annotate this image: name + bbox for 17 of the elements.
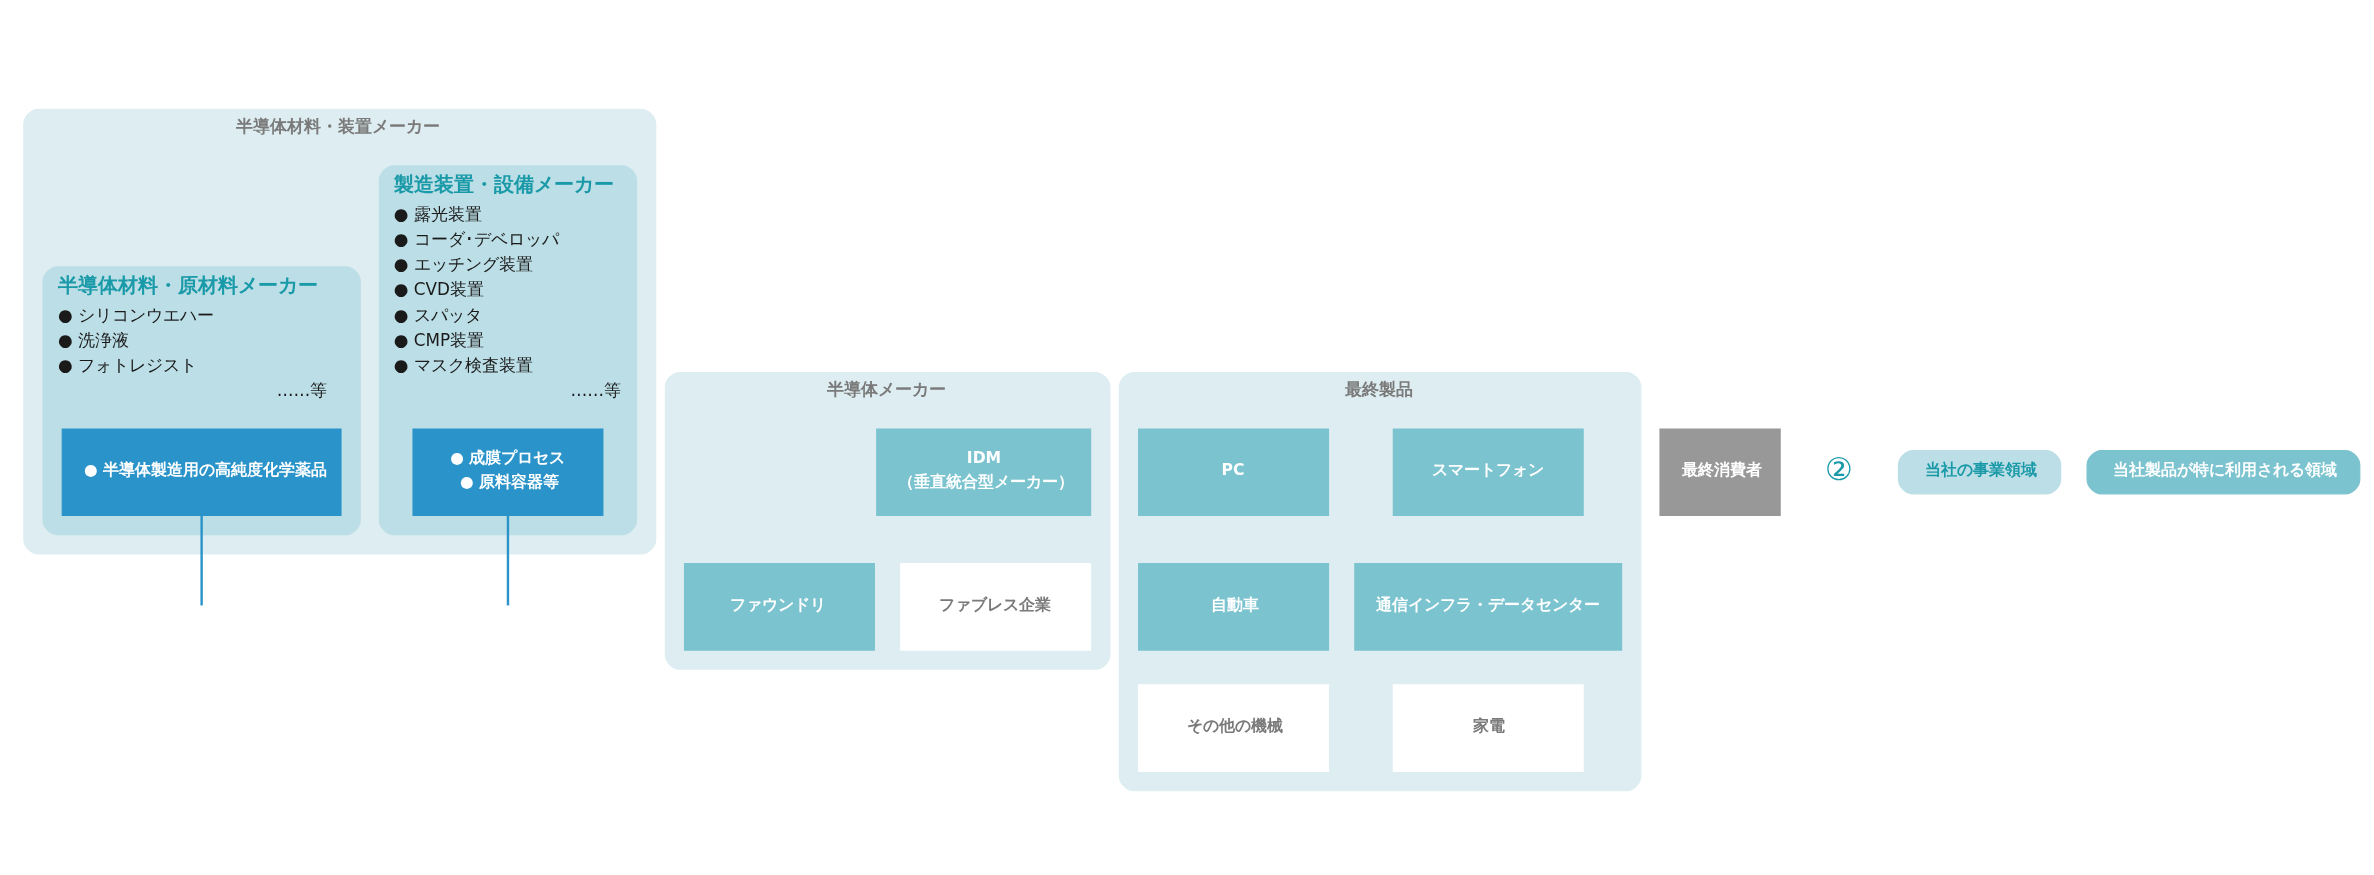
node-box: ファウンドリ — [683, 562, 875, 651]
node-box: その他の機械 — [1138, 684, 1330, 772]
node-box: IDM （垂直統合型メーカー） — [876, 428, 1092, 517]
connector — [506, 515, 510, 606]
connector — [200, 515, 203, 606]
node-box: 最終消費者 — [1659, 428, 1781, 517]
legend-label: 当社の事業領域 — [1924, 461, 2037, 480]
node-box: 家電 — [1392, 684, 1584, 772]
label: ② — [1825, 450, 1854, 487]
node-box: 通信インフラ・データセンター — [1354, 562, 1623, 651]
node-box: PC — [1138, 428, 1330, 517]
node-box: 自動車 — [1138, 562, 1330, 651]
node-box: ● 成膜プロセス ● 原料容器等 — [412, 428, 604, 517]
node-box: ファブレス企業 — [900, 562, 1092, 651]
node-box: ● 半導体製造用の高純度化学薬品 — [61, 428, 342, 517]
node-box: スマートフォン — [1392, 428, 1584, 517]
legend-label: 当社製品が特に利用される領域 — [2113, 461, 2338, 480]
